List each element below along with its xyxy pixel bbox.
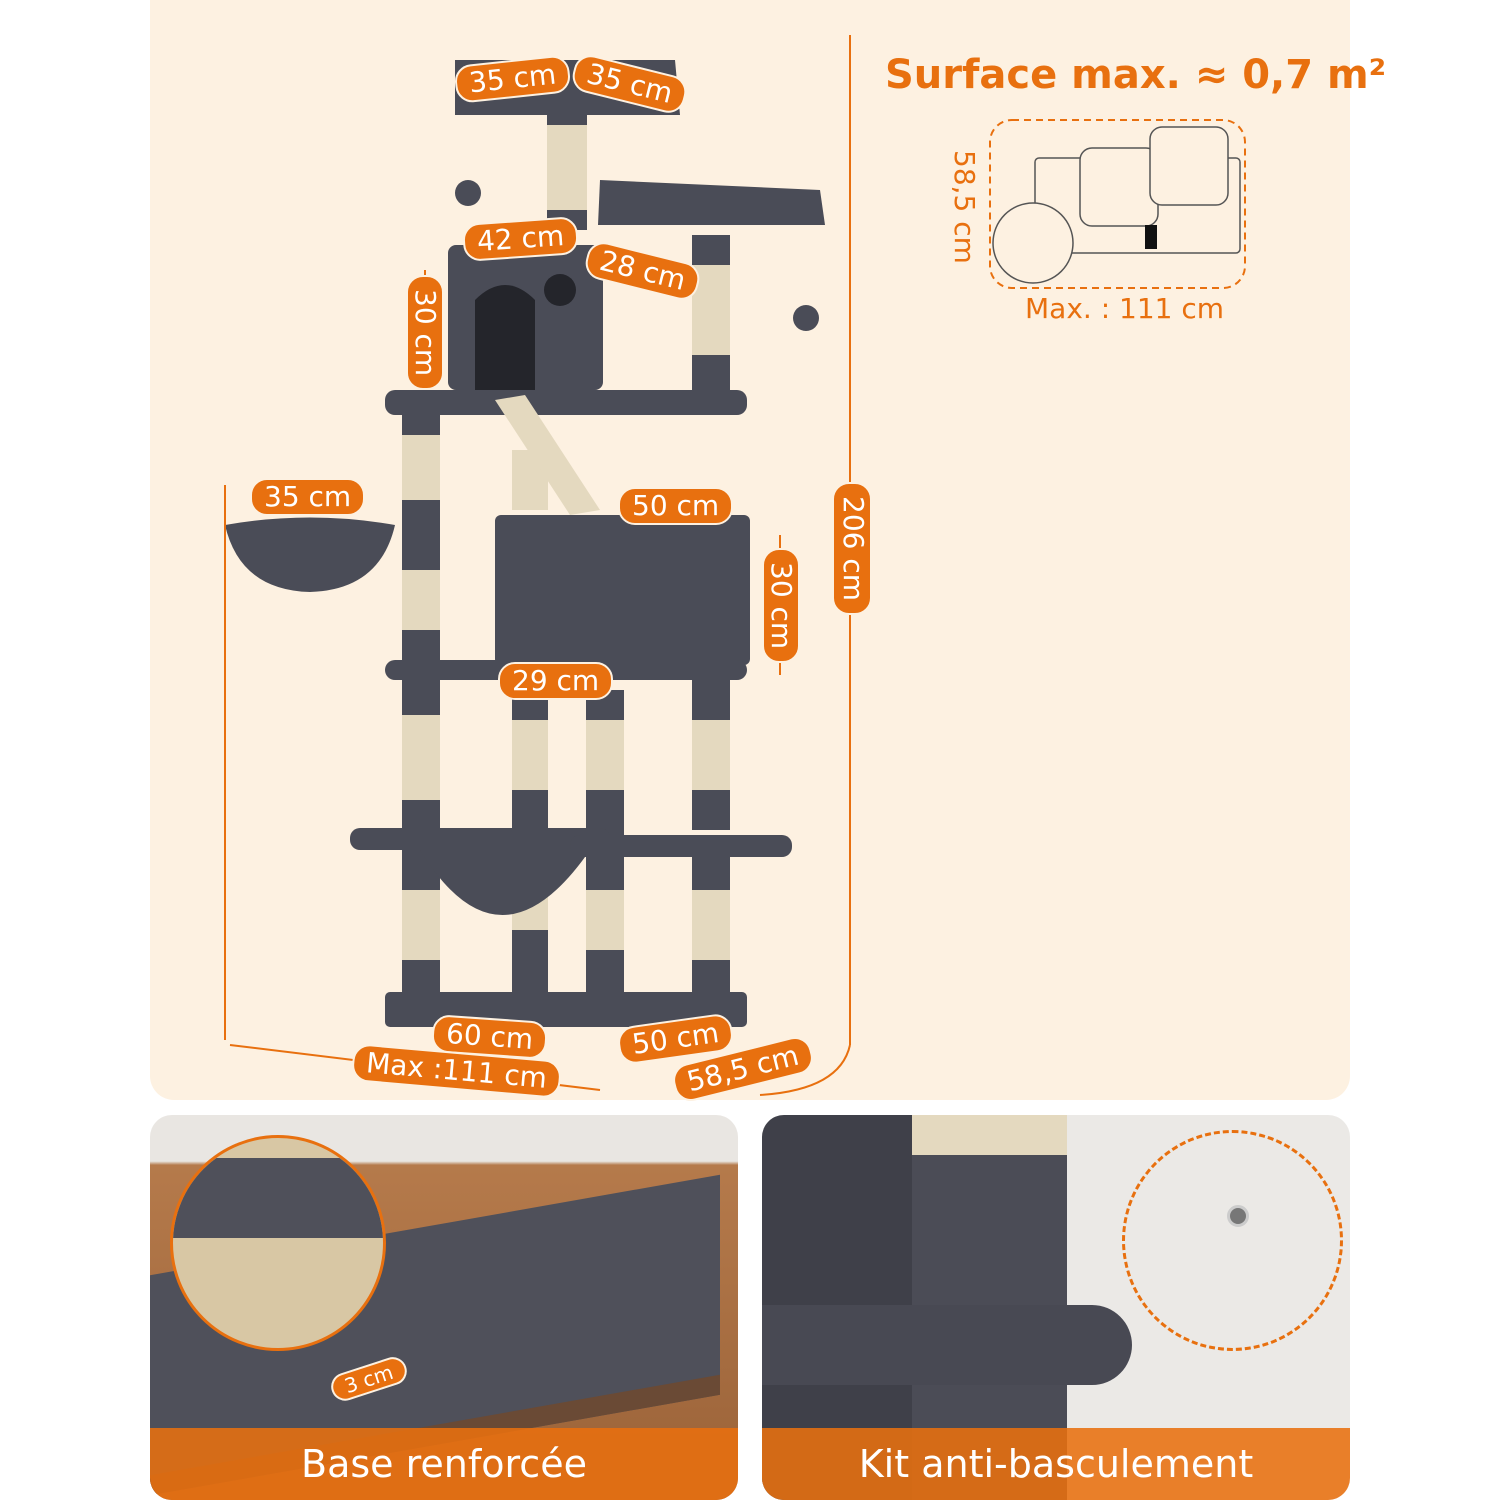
plush-parts [225,60,825,1027]
surface-diagram [989,119,1246,289]
dim-condo-height: 30 cm [406,275,444,391]
platform [762,1305,1132,1385]
dim-middle-condo-height: 30 cm [762,548,800,664]
surface-title: Surface max. ≈ 0,7 m² [885,52,1387,98]
condo-entrance [475,285,535,390]
dim-middle-condo-width: 50 cm [618,487,734,525]
condo-window [544,274,576,306]
dim-condo-width: 42 cm [461,216,580,262]
reinforced-base-photo: 3 cm Base renforcée [150,1115,738,1500]
surface-depth: 58,5 cm [948,150,981,264]
dim-total-height: 206 cm [832,482,872,616]
base-detail-circle [170,1135,386,1351]
reinforced-base-caption: Base renforcée [150,1428,738,1500]
dim-middle-condo-depth: 29 cm [498,662,614,700]
anti-tip-kit-photo: Kit anti-basculement [762,1115,1350,1500]
ramp [495,395,600,515]
wall-anchor-screw [1227,1205,1249,1227]
anti-tip-detail-circle [1122,1130,1343,1351]
cat-tree-illustration [224,35,1246,1096]
dim-basket: 35 cm [250,478,366,516]
surface-width: Max. : 111 cm [1025,292,1225,325]
anti-tip-kit-caption: Kit anti-basculement [762,1428,1350,1500]
